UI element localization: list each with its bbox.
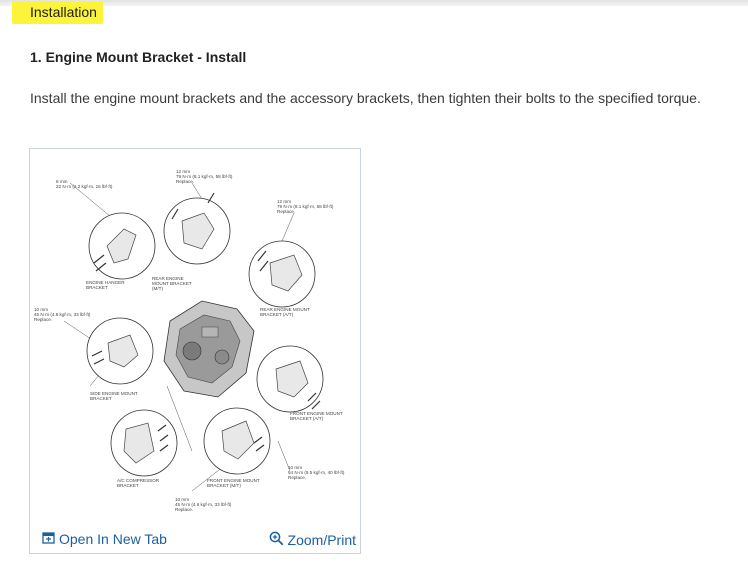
section-heading-wrap: Installation (12, 1, 103, 24)
section-heading: Installation (12, 1, 103, 24)
callout-top-right-2: Replace. (277, 209, 295, 214)
engine-block-illustration (163, 300, 255, 398)
label-rear-mount-mt-1: MOUNT BRACKET (152, 281, 192, 286)
callout-mid-left-0: 10 mm (34, 307, 48, 312)
zoom-print-label: Zoom/Print (287, 532, 356, 548)
callout-bottom-right-1: 54 N·m (5.5 kgf·m, 40 lbf·ft) (288, 470, 345, 475)
label-ac-compressor-1: BRACKET (117, 483, 139, 488)
callout-mid-left-1: 45 N·m (4.6 kgf·m, 33 lbf·ft) (34, 312, 91, 317)
step-title: 1. Engine Mount Bracket - Install (30, 49, 247, 65)
open-in-new-tab-icon (42, 531, 55, 547)
callout-top-left-1: 22 N·m (2.2 kgf·m, 16 lbf·ft) (56, 184, 113, 189)
zoom-print-link[interactable]: Zoom/Print (269, 531, 356, 549)
zoom-magnifier-icon (269, 531, 284, 549)
label-ac-compressor-0: A/C COMPRESSOR (117, 478, 160, 483)
callout-top-right-1: 79 N·m (8.1 kgf·m, 58 lbf·ft) (277, 204, 334, 209)
label-rear-mount-at-1: BRACKET (A/T) (260, 312, 294, 317)
callout-bottom-center-0: 10 mm (175, 497, 189, 502)
label-front-mount-mt-0: FRONT ENGINE MOUNT (207, 478, 260, 483)
open-in-new-tab-link[interactable]: Open In New Tab (42, 531, 167, 547)
callout-top-left-0: 8 mm (56, 179, 68, 184)
label-rear-mount-mt-0: REAR ENGINE (152, 276, 184, 281)
callout-bottom-right-0: 10 mm (288, 465, 302, 470)
callout-top-right-0: 12 mm (277, 199, 291, 204)
label-front-mount-at-0: FRONT ENGINE MOUNT (290, 411, 343, 416)
label-front-mount-mt-1: BRACKET (M/T) (207, 483, 241, 488)
label-rear-mount-mt-2: (M/T) (152, 286, 163, 291)
diagram-svg: 8 mm 22 N·m (2.2 kgf·m, 16 lbf·ft) 12 mm… (34, 169, 345, 512)
label-front-mount-at-1: BRACKET (A/T) (290, 416, 324, 421)
callout-top-center-0: 12 mm (176, 169, 190, 174)
open-in-new-tab-label: Open In New Tab (59, 531, 167, 547)
engine-mount-diagram[interactable]: 8 mm 22 N·m (2.2 kgf·m, 16 lbf·ft) 12 mm… (32, 151, 358, 517)
figure-card: 8 mm 22 N·m (2.2 kgf·m, 16 lbf·ft) 12 mm… (29, 148, 361, 554)
label-engine-hanger-0: ENGINE HANGER (86, 280, 125, 285)
figure-footer: Open In New Tab Zoom/Print (30, 521, 360, 553)
callout-bottom-center-2: Replace. (175, 507, 193, 512)
callout-top-center-1: 79 N·m (8.1 kgf·m, 58 lbf·ft) (176, 174, 233, 179)
callout-bottom-right-2: Replace. (288, 475, 306, 480)
top-bar (0, 0, 748, 6)
label-side-mount-1: BRACKET (90, 396, 112, 401)
callout-bottom-center-1: 45 N·m (4.6 kgf·m, 33 lbf·ft) (175, 502, 232, 507)
label-engine-hanger-1: BRACKET (86, 285, 108, 290)
callout-top-center-2: Replace. (176, 179, 194, 184)
callout-mid-left-2: Replace. (34, 317, 52, 322)
label-rear-mount-at-0: REAR ENGINE MOUNT (260, 307, 310, 312)
label-side-mount-0: SIDE ENGINE MOUNT (90, 391, 138, 396)
step-instruction: Install the engine mount brackets and th… (30, 90, 701, 106)
